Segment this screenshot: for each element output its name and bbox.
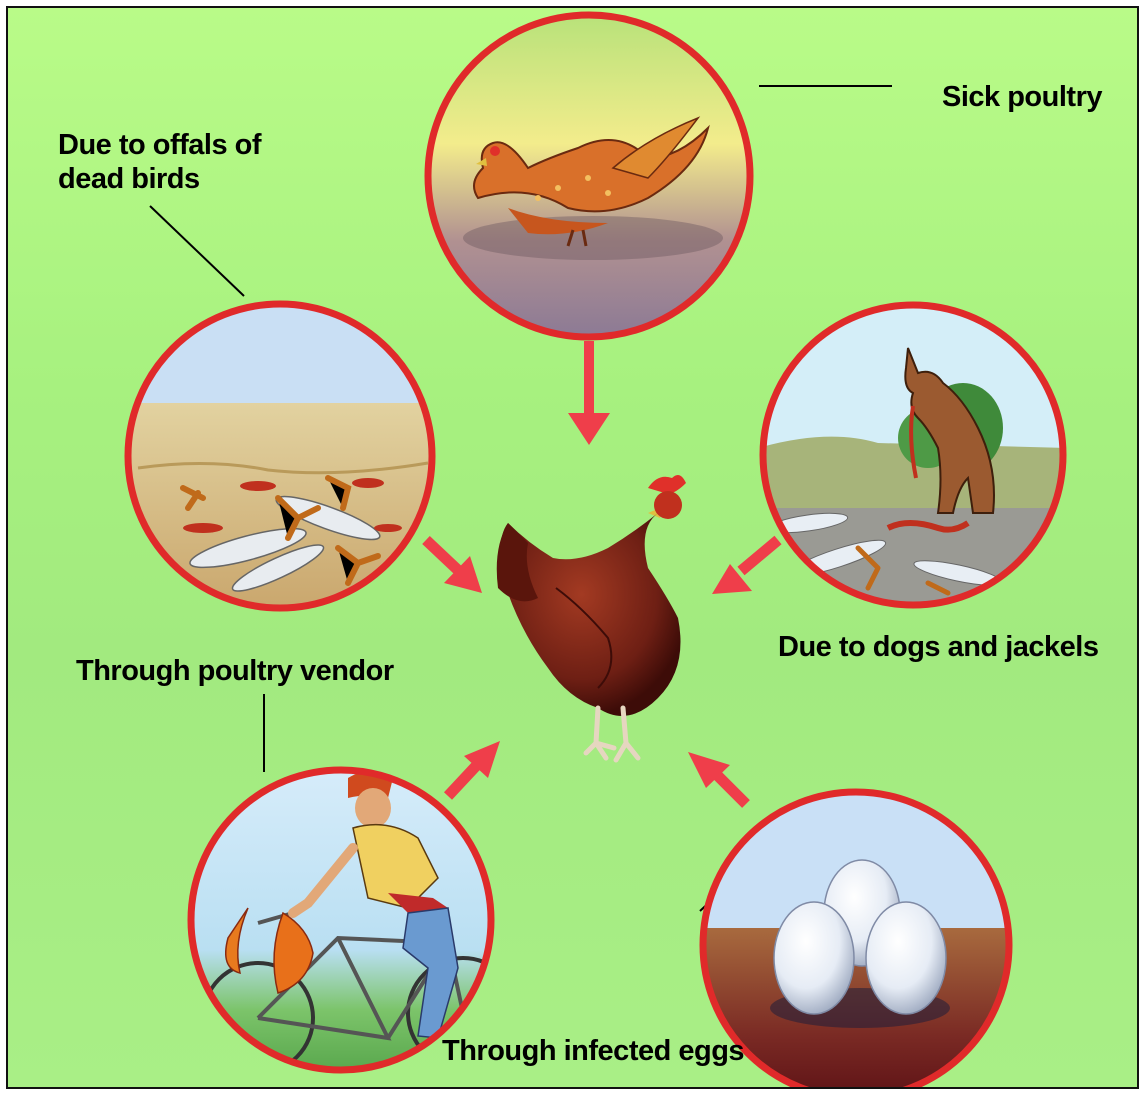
sick-poultry-circle	[428, 15, 750, 337]
diagram-frame: Sick poultry Due to offals of dead birds…	[6, 6, 1139, 1089]
arrow-from-eggs	[688, 752, 746, 804]
arrow-from-sick-poultry	[568, 341, 610, 445]
offals-scene-icon	[118, 403, 448, 623]
label-eggs: Through infected eggs	[442, 1034, 744, 1068]
label-dogs: Due to dogs and jackels	[778, 630, 1098, 664]
label-sick-poultry: Sick poultry	[942, 80, 1102, 114]
dogs-circle	[758, 305, 1068, 628]
arrow-from-dogs	[712, 540, 778, 594]
connector-line	[150, 206, 244, 296]
vendor-circle	[191, 770, 518, 1073]
central-hen-icon	[497, 475, 686, 760]
eggs-circle	[698, 792, 1018, 1089]
label-offals: Due to offals of dead birds	[58, 128, 261, 196]
offals-circle	[118, 304, 448, 623]
label-offals-line1: Due to offals of	[58, 129, 261, 161]
arrow-from-vendor	[448, 741, 500, 796]
arrow-from-offals	[426, 540, 482, 593]
label-offals-line2: dead birds	[58, 163, 200, 195]
label-vendor: Through poultry vendor	[76, 654, 394, 688]
